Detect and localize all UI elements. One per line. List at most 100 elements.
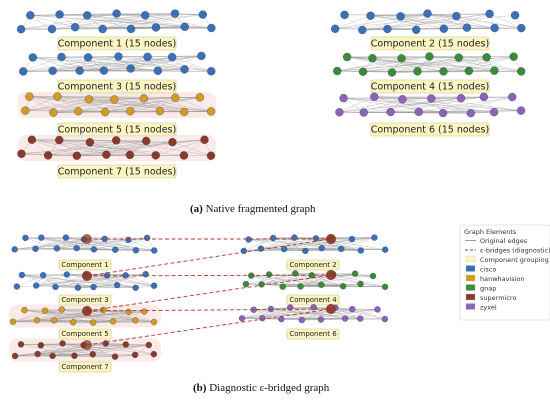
node [397,54,406,63]
node [102,340,109,347]
node [112,9,121,18]
caption-a: (a) Native fragmented graph [190,203,316,215]
bridge-endpoint [82,306,92,316]
edge [294,237,361,251]
node [153,66,163,75]
edge [335,13,428,29]
node [89,351,96,358]
legend-item-label: Original edges [480,237,528,245]
node [141,11,150,20]
edge [40,343,63,346]
edge [284,248,306,252]
node [439,24,448,33]
edge [57,96,144,99]
b-component-label: Component 2 [289,261,336,269]
edge [282,275,373,287]
node [74,284,82,291]
edge [75,14,203,28]
edge [273,237,361,251]
b-component-2: Component 2 [240,234,389,271]
node [366,11,375,20]
node [141,308,148,315]
node [198,10,207,19]
edge [172,55,202,58]
edge [92,344,149,355]
node [371,234,378,241]
node [110,95,119,104]
node [279,283,286,290]
edge [443,96,513,114]
edge [157,69,185,71]
node [339,283,347,290]
node [195,93,205,102]
edge [87,310,155,323]
node [351,270,359,277]
edge [321,247,386,250]
node [33,282,40,289]
node [38,234,45,241]
node [291,234,298,241]
node [206,107,216,116]
edge [103,309,136,321]
node [479,92,489,102]
node [510,11,520,20]
edge [12,309,62,322]
node [359,108,368,117]
edge [41,237,94,250]
node [335,108,344,117]
edge [76,139,205,156]
edge [79,56,173,71]
edge [427,13,495,29]
edge [174,13,203,15]
node [19,67,28,76]
edge [106,142,173,155]
node [26,11,35,20]
a-component-nodes [331,9,526,35]
node [297,283,304,290]
b-component-label: Component 7 [61,363,108,371]
node [98,24,107,34]
node [318,245,325,252]
edge [443,13,490,29]
edge [102,15,146,30]
edge [36,275,108,286]
edge [105,97,200,113]
node [171,93,180,102]
edge [103,309,155,323]
b-component-7: Component 7 [9,338,161,373]
node [151,151,160,160]
node [109,318,117,325]
node [414,107,423,117]
node [25,92,34,101]
edge [175,97,212,112]
edge [79,55,202,71]
edge [130,68,158,71]
node [257,245,265,252]
a-component-label-box [370,122,490,137]
node [57,52,66,62]
node [18,271,26,279]
legend-item: Component grouping [465,255,549,264]
edge [104,238,136,251]
node [90,283,97,291]
node [170,9,180,18]
node [126,64,135,73]
node [302,247,309,255]
edge [29,96,54,113]
edge [65,237,94,250]
node [49,352,56,360]
node [100,306,107,314]
node [131,351,139,359]
node [83,11,92,20]
edge [21,13,117,30]
node [338,245,345,253]
node [423,9,432,18]
edge [36,309,62,321]
node [452,11,461,21]
edge [281,309,378,320]
bridge-endpoint [326,234,336,244]
node [145,341,152,349]
node [53,92,62,101]
